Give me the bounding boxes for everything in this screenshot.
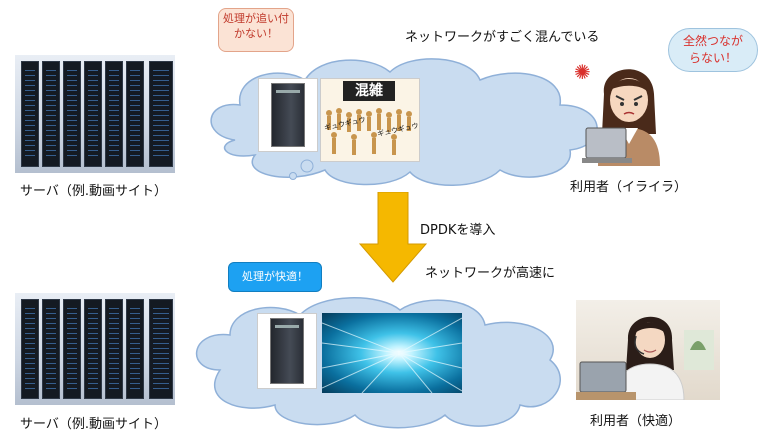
- transition-arrow: [358, 192, 428, 283]
- user-caption-top: 利用者（イライラ）: [570, 180, 688, 195]
- high-speed-tunnel-image: [322, 313, 462, 393]
- user-bubble-top-text: 全然つながらない！: [683, 34, 744, 65]
- crowd-image: 混雑 ギュウギュウ ギュウギュウ: [320, 78, 420, 162]
- server-caption-bottom: サーバ（例.動画サイト）: [20, 417, 168, 432]
- user-bubble-top: 全然つながらない！: [668, 28, 758, 72]
- network-caption-bottom: ネットワークが高速に: [425, 266, 556, 281]
- processing-bubble-bottom-text: 処理が快適！: [242, 270, 308, 283]
- server-tower-icon: [271, 83, 305, 147]
- processing-bubble-bottom: 処理が快適！: [228, 262, 322, 292]
- network-caption-top: ネットワークがすごく混んでいる: [405, 30, 600, 45]
- server-tower-card-top: [258, 78, 318, 152]
- server-room-photo-top: [15, 55, 175, 173]
- frustrated-user-illustration: [582, 56, 674, 166]
- server-caption-top: サーバ（例.動画サイト）: [20, 184, 168, 199]
- crowd-figures: [326, 108, 412, 155]
- processing-bubble-top-text: 処理が追い付かない！: [223, 12, 289, 40]
- anger-icon: ✺: [574, 60, 591, 84]
- crowd-sign: 混雑: [343, 81, 395, 101]
- server-tower-icon-bottom: [270, 318, 304, 384]
- dpdk-label: DPDKを導入: [420, 223, 496, 238]
- server-tower-card-bottom: [257, 313, 317, 389]
- server-room-photo-bottom: [15, 293, 175, 405]
- processing-bubble-top: 処理が追い付かない！: [218, 8, 294, 52]
- user-caption-bottom: 利用者（快適）: [590, 414, 682, 429]
- happy-user-photo: [576, 300, 720, 400]
